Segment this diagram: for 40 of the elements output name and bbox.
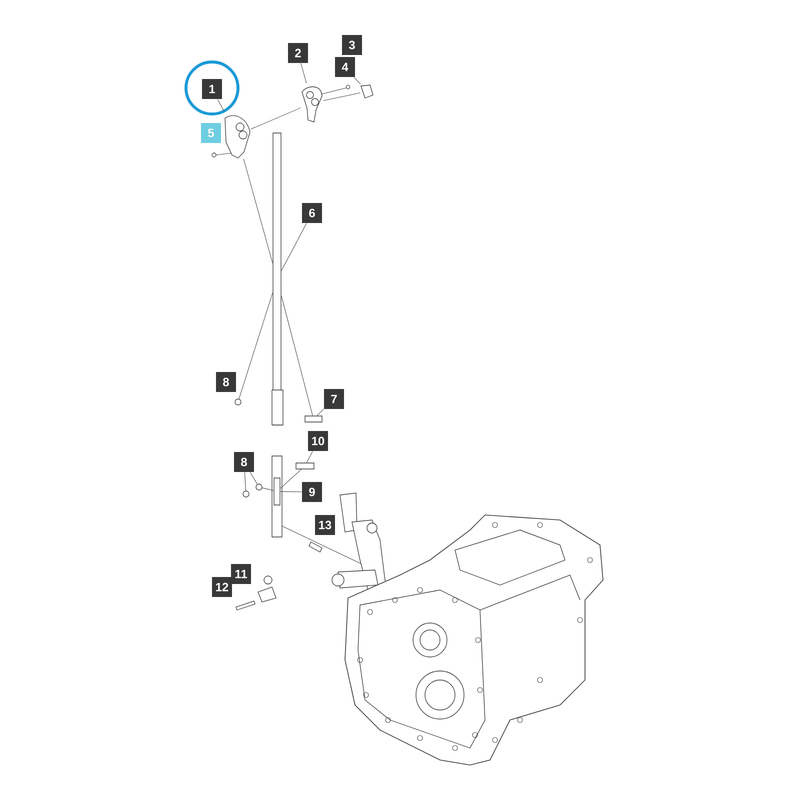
nut-drawing bbox=[242, 490, 250, 498]
leader-line bbox=[250, 472, 258, 484]
callout-number: 9 bbox=[302, 482, 322, 502]
callout-number: 3 bbox=[342, 35, 362, 55]
leader-line bbox=[217, 99, 224, 112]
assembly-line bbox=[238, 292, 273, 400]
bolt-drawing bbox=[304, 416, 322, 422]
callout-number: 10 bbox=[308, 431, 328, 451]
cap-drawing bbox=[360, 84, 374, 98]
callout-number: 12 bbox=[212, 577, 232, 597]
lever-drawing bbox=[302, 86, 322, 122]
assembly-line bbox=[243, 158, 273, 264]
callout-number: 2 bbox=[288, 43, 308, 63]
leader-line bbox=[280, 491, 302, 492]
callout-number: 8 bbox=[234, 452, 254, 472]
callout-number: 11 bbox=[231, 564, 251, 584]
leader-line bbox=[281, 223, 307, 272]
bolt-drawing bbox=[296, 462, 314, 470]
lever-drawing bbox=[224, 115, 250, 158]
assembly-line bbox=[323, 92, 360, 101]
leader-line bbox=[316, 408, 324, 416]
leader-line bbox=[354, 77, 361, 84]
callout-number: 6 bbox=[302, 203, 322, 223]
rod-drawing bbox=[272, 132, 284, 426]
plate-drawing bbox=[274, 478, 280, 506]
assembly-line bbox=[250, 108, 301, 130]
nut-drawing bbox=[256, 484, 262, 490]
assembly-line bbox=[280, 469, 302, 489]
callout-number: 4 bbox=[335, 57, 355, 77]
callout-number: 13 bbox=[315, 515, 335, 535]
leader-line bbox=[306, 451, 313, 463]
leader-line bbox=[300, 63, 307, 84]
assembly-line bbox=[281, 295, 313, 416]
callout-number: 8 bbox=[216, 372, 236, 392]
callout-number: 7 bbox=[324, 389, 344, 409]
callout-number: 1 bbox=[202, 79, 222, 99]
nut-drawing bbox=[234, 398, 242, 406]
leader-line bbox=[244, 472, 246, 491]
callout-number: 5 bbox=[201, 123, 221, 143]
assembly-line bbox=[262, 488, 274, 491]
